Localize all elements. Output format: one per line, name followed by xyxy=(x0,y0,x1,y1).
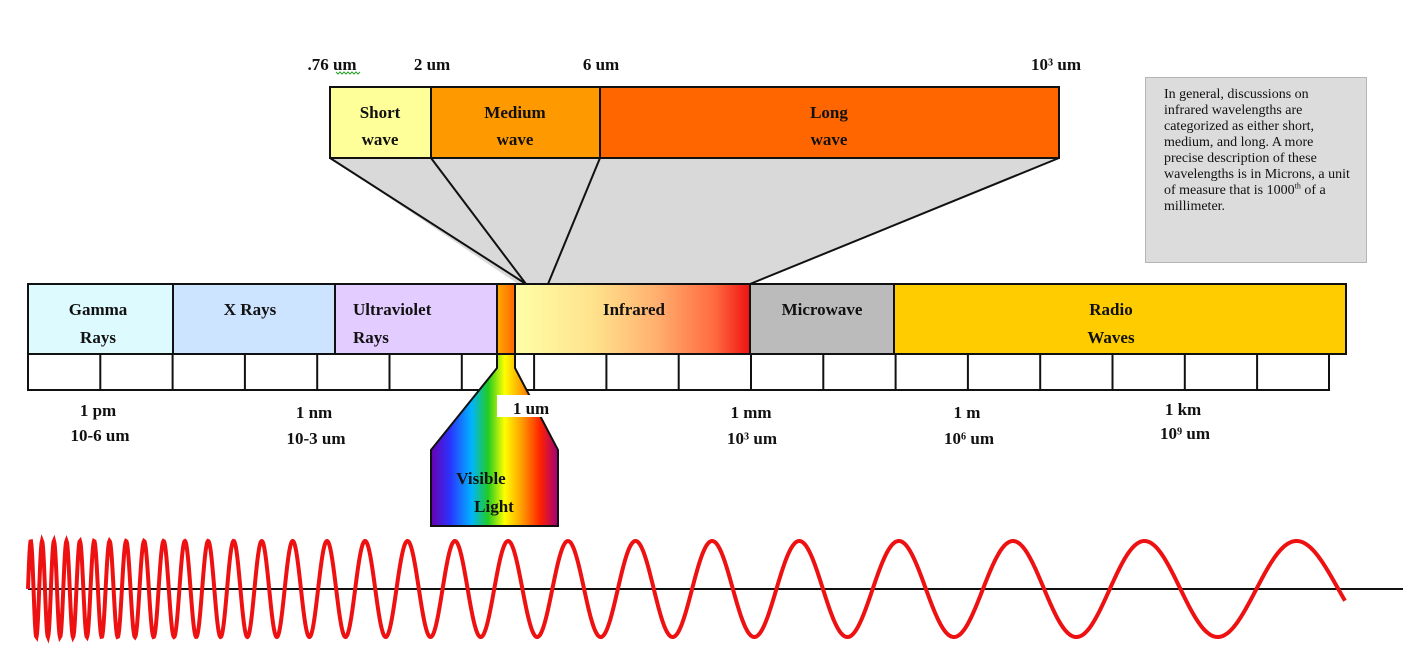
scale-label-1km: 1 km xyxy=(1165,400,1201,419)
top-scale-label-3: 10³ um xyxy=(1031,55,1081,74)
scale-label-1m: 1 m xyxy=(954,403,981,422)
medium-wave-label-1: Medium xyxy=(484,103,545,122)
long-wave-label-1: Long xyxy=(810,103,848,122)
visible-band-stem xyxy=(496,283,516,355)
medium-wave-band xyxy=(430,86,601,159)
infrared-label: Infrared xyxy=(603,300,666,319)
top-scale-label-2: 6 um xyxy=(583,55,619,74)
microwave-band xyxy=(749,283,895,355)
radio-label-1: Radio xyxy=(1089,300,1132,319)
scale-label-1um: 1 um xyxy=(513,399,549,418)
scale-label-1nm: 1 nm xyxy=(296,403,332,422)
note-superscript: th xyxy=(1294,181,1301,191)
scale-ruler xyxy=(27,353,1330,391)
sine-wave xyxy=(26,534,1347,644)
ultraviolet-label-1: Ultraviolet xyxy=(353,300,432,319)
bottom-scale-labels: 1 pm 10-6 um 1 nm 10-3 um 1 um 1 mm 10³ … xyxy=(70,395,1210,448)
x-rays-label: X Rays xyxy=(224,300,277,319)
note-text-end: of a millimeter. xyxy=(1164,183,1326,214)
long-wave-label-2: wave xyxy=(811,130,848,149)
scale-label-1mm: 1 mm xyxy=(730,403,771,422)
visible-light-label-2: Light xyxy=(474,497,514,516)
scale-label-1pm-um: 10-6 um xyxy=(70,426,129,445)
x-rays-band xyxy=(172,283,336,355)
short-wave-band xyxy=(329,86,432,159)
one-um-label-background xyxy=(497,395,552,417)
gamma-label-1: Gamma xyxy=(69,300,128,319)
spellcheck-squiggle xyxy=(335,71,361,75)
infrared-note-box: In general, discussions on infrared wave… xyxy=(1145,77,1367,263)
funnel-edge-short xyxy=(430,157,527,285)
infrared-band xyxy=(514,283,751,355)
long-wave-band xyxy=(599,86,1060,159)
medium-wave-label-2: wave xyxy=(497,130,534,149)
visible-light-label-1: Visible xyxy=(456,469,506,488)
radio-label-2: Waves xyxy=(1087,328,1135,347)
scale-label-1m-um: 10⁶ um xyxy=(944,429,994,448)
ultraviolet-label-2: Rays xyxy=(353,328,389,347)
gamma-rays-band xyxy=(27,283,174,355)
note-text: In general, discussions on infrared wave… xyxy=(1164,87,1350,198)
ruler-ticks xyxy=(99,354,1259,390)
radio-waves-band xyxy=(893,283,1347,355)
spectrum-bands: Gamma Rays X Rays Ultraviolet Rays Infra… xyxy=(27,283,1347,355)
gamma-label-2: Rays xyxy=(80,328,116,347)
top-scale-label-1: 2 um xyxy=(414,55,450,74)
scale-label-1nm-um: 10-3 um xyxy=(286,429,345,448)
funnel-edge-right xyxy=(749,157,1060,285)
funnel-edge-medium xyxy=(547,157,601,285)
scale-label-1km-um: 10⁹ um xyxy=(1160,424,1210,443)
top-scale-label-0: .76 um xyxy=(307,55,356,74)
funnel-edge-left xyxy=(329,157,527,285)
short-wave-label-2: wave xyxy=(362,130,399,149)
short-wave-label-1: Short xyxy=(360,103,401,122)
scale-label-1pm: 1 pm xyxy=(80,401,116,420)
scale-label-1mm-um: 10³ um xyxy=(727,429,777,448)
ultraviolet-band xyxy=(334,283,498,355)
infrared-zoom-funnel xyxy=(330,158,1059,284)
infrared-subbands: Short wave Medium wave Long wave xyxy=(329,86,1060,159)
microwave-label: Microwave xyxy=(782,300,863,319)
